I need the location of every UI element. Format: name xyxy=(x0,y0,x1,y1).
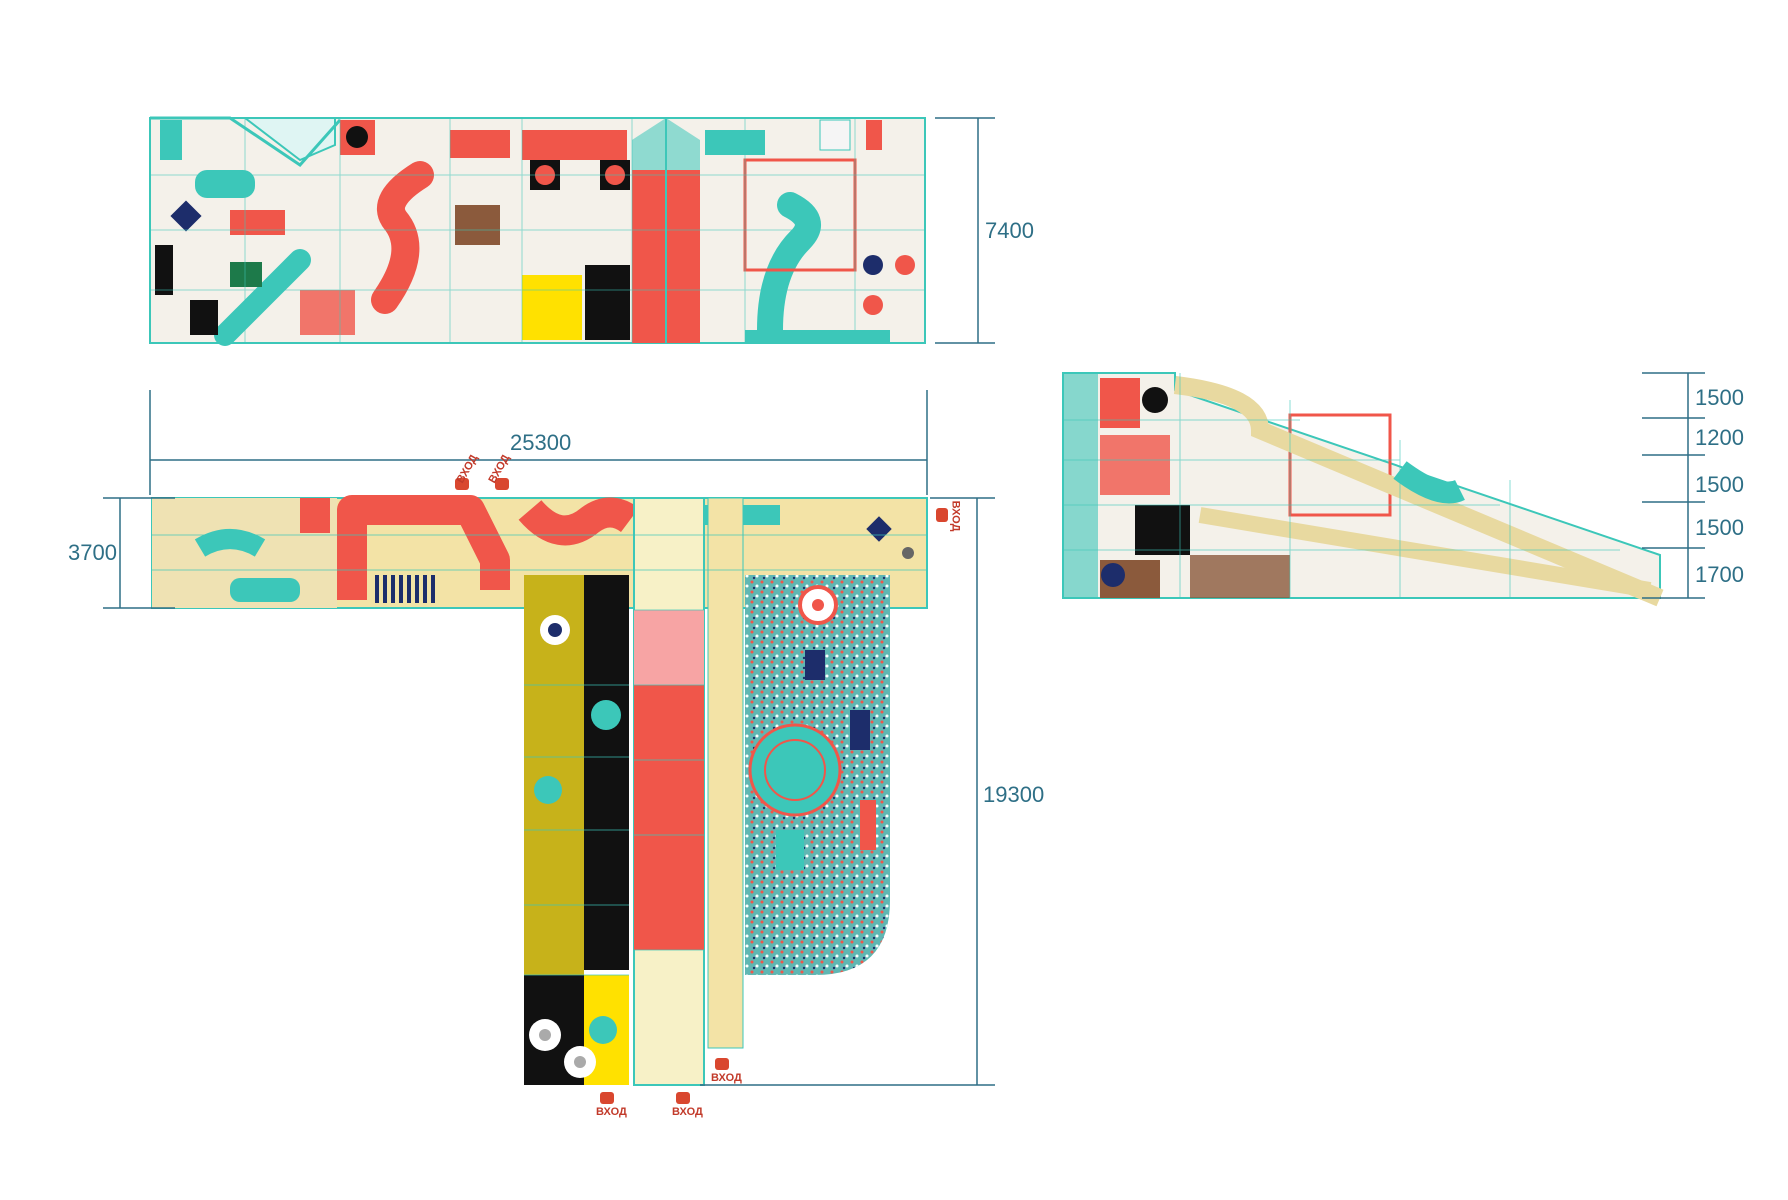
entry-label: ВХОД xyxy=(596,1106,627,1118)
front-elevation xyxy=(149,116,926,346)
entry-marker xyxy=(600,1092,614,1104)
dim-label-side-level-4: 1500 xyxy=(1695,515,1744,540)
dim-label-side-level-1: 1500 xyxy=(1695,385,1744,410)
dim-ladder-side xyxy=(1642,372,1705,599)
dim-label-total-width: 25300 xyxy=(510,430,572,455)
plan-view xyxy=(151,495,928,1086)
dim-label-side-level-2: 1200 xyxy=(1695,425,1744,450)
entry-label: ВХОД xyxy=(711,1072,742,1084)
dim-line-19300 xyxy=(700,497,995,1086)
dim-label-side-level-3: 1500 xyxy=(1695,472,1744,497)
dim-label-plan-depth-top: 3700 xyxy=(68,540,117,565)
side-elevation xyxy=(1062,372,1664,607)
dim-line-7400 xyxy=(935,117,995,344)
entry-label: ВХОД xyxy=(949,500,962,532)
dim-line-3700 xyxy=(103,497,175,609)
entry-marker xyxy=(495,478,509,490)
entry-marker xyxy=(715,1058,729,1070)
entry-marker xyxy=(936,508,948,522)
dim-line-25300 xyxy=(149,390,928,495)
entry-markers xyxy=(455,478,948,1104)
entry-marker xyxy=(676,1092,690,1104)
dim-label-side-level-5: 1700 xyxy=(1695,562,1744,587)
entry-label: ВХОД xyxy=(672,1106,703,1118)
entry-marker xyxy=(455,478,469,490)
dim-label-plan-depth-total: 19300 xyxy=(983,782,1045,807)
dim-label-front-height: 7400 xyxy=(985,218,1034,243)
